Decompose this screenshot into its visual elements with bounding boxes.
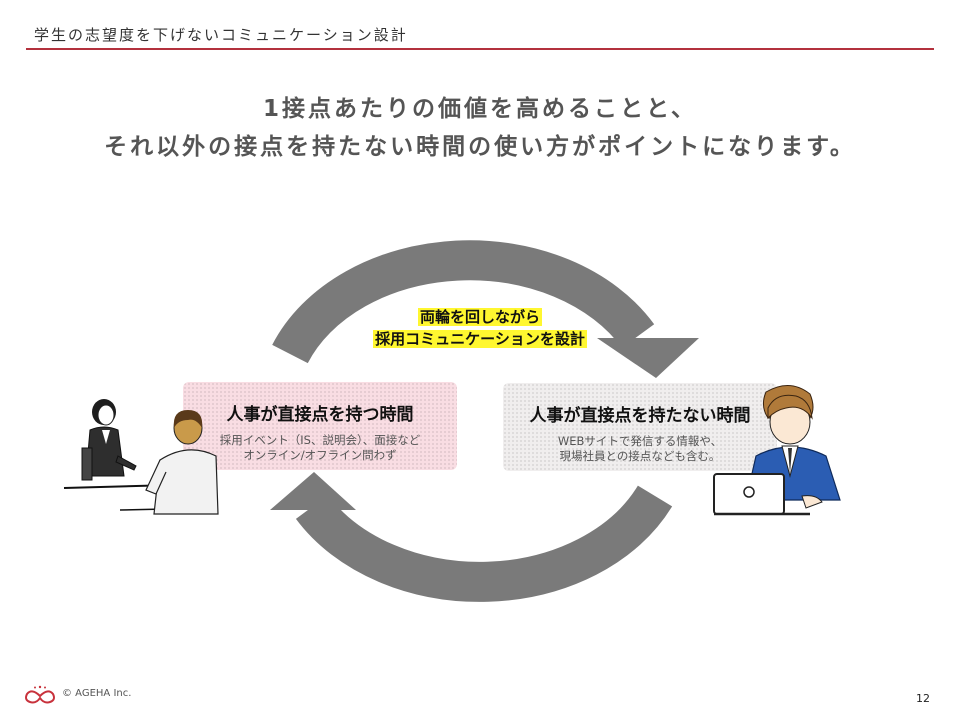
- direct-contact-desc-line-1: 採用イベント（IS、説明会）、面接など: [219, 433, 421, 447]
- indirect-contact-desc-line-2: 現場社員との接点なども含む。: [559, 449, 721, 463]
- indirect-contact-title: 人事が直接点を持たない時間: [529, 406, 751, 426]
- cycle-label-line-1: 両輪を回しながら: [417, 308, 542, 326]
- interview-meeting-illustration: [63, 399, 219, 515]
- direct-contact-desc-line-2: オンライン/オフライン問わず: [243, 448, 397, 462]
- direct-contact-time-box: 人事が直接点を持つ時間 採用イベント（IS、説明会）、面接など オンライン/オフ…: [183, 382, 457, 470]
- bottom-cycle-arrow: [295, 485, 673, 602]
- top-cycle-arrow: [272, 240, 655, 364]
- indirect-contact-description: WEBサイトで発信する情報や、 現場社員との接点なども含む。: [503, 434, 777, 464]
- page-number: 12: [916, 692, 930, 705]
- headline: 1接点あたりの価値を高めることと、 それ以外の接点を持たない時間の使い方がポイン…: [0, 90, 960, 166]
- headline-line-2: それ以外の接点を持たない時間の使い方がポイントになります。: [104, 134, 856, 160]
- header-title: 学生の志望度を下げないコミュニケーション設計: [34, 26, 408, 44]
- cycle-center-label: 両輪を回しながら 採用コミュニケーションを設計: [300, 306, 660, 350]
- direct-contact-description: 採用イベント（IS、説明会）、面接など オンライン/オフライン問わず: [183, 433, 457, 463]
- direct-contact-title: 人事が直接点を持つ時間: [226, 405, 414, 425]
- copyright-text: © AGEHA Inc.: [62, 688, 132, 699]
- ageha-logo: [25, 685, 55, 704]
- indirect-contact-desc-line-1: WEBサイトで発信する情報や、: [557, 434, 723, 448]
- header-divider: [26, 48, 934, 50]
- cycle-label-line-2: 採用コミュニケーションを設計: [373, 330, 587, 348]
- businessman-laptop-illustration: [713, 385, 841, 516]
- headline-line-1: 1接点あたりの価値を高めることと、: [262, 96, 698, 122]
- top-cycle-arrowhead: [597, 338, 699, 378]
- bottom-cycle-arrowhead: [270, 472, 356, 510]
- indirect-contact-time-box: 人事が直接点を持たない時間 WEBサイトで発信する情報や、 現場社員との接点など…: [503, 383, 777, 471]
